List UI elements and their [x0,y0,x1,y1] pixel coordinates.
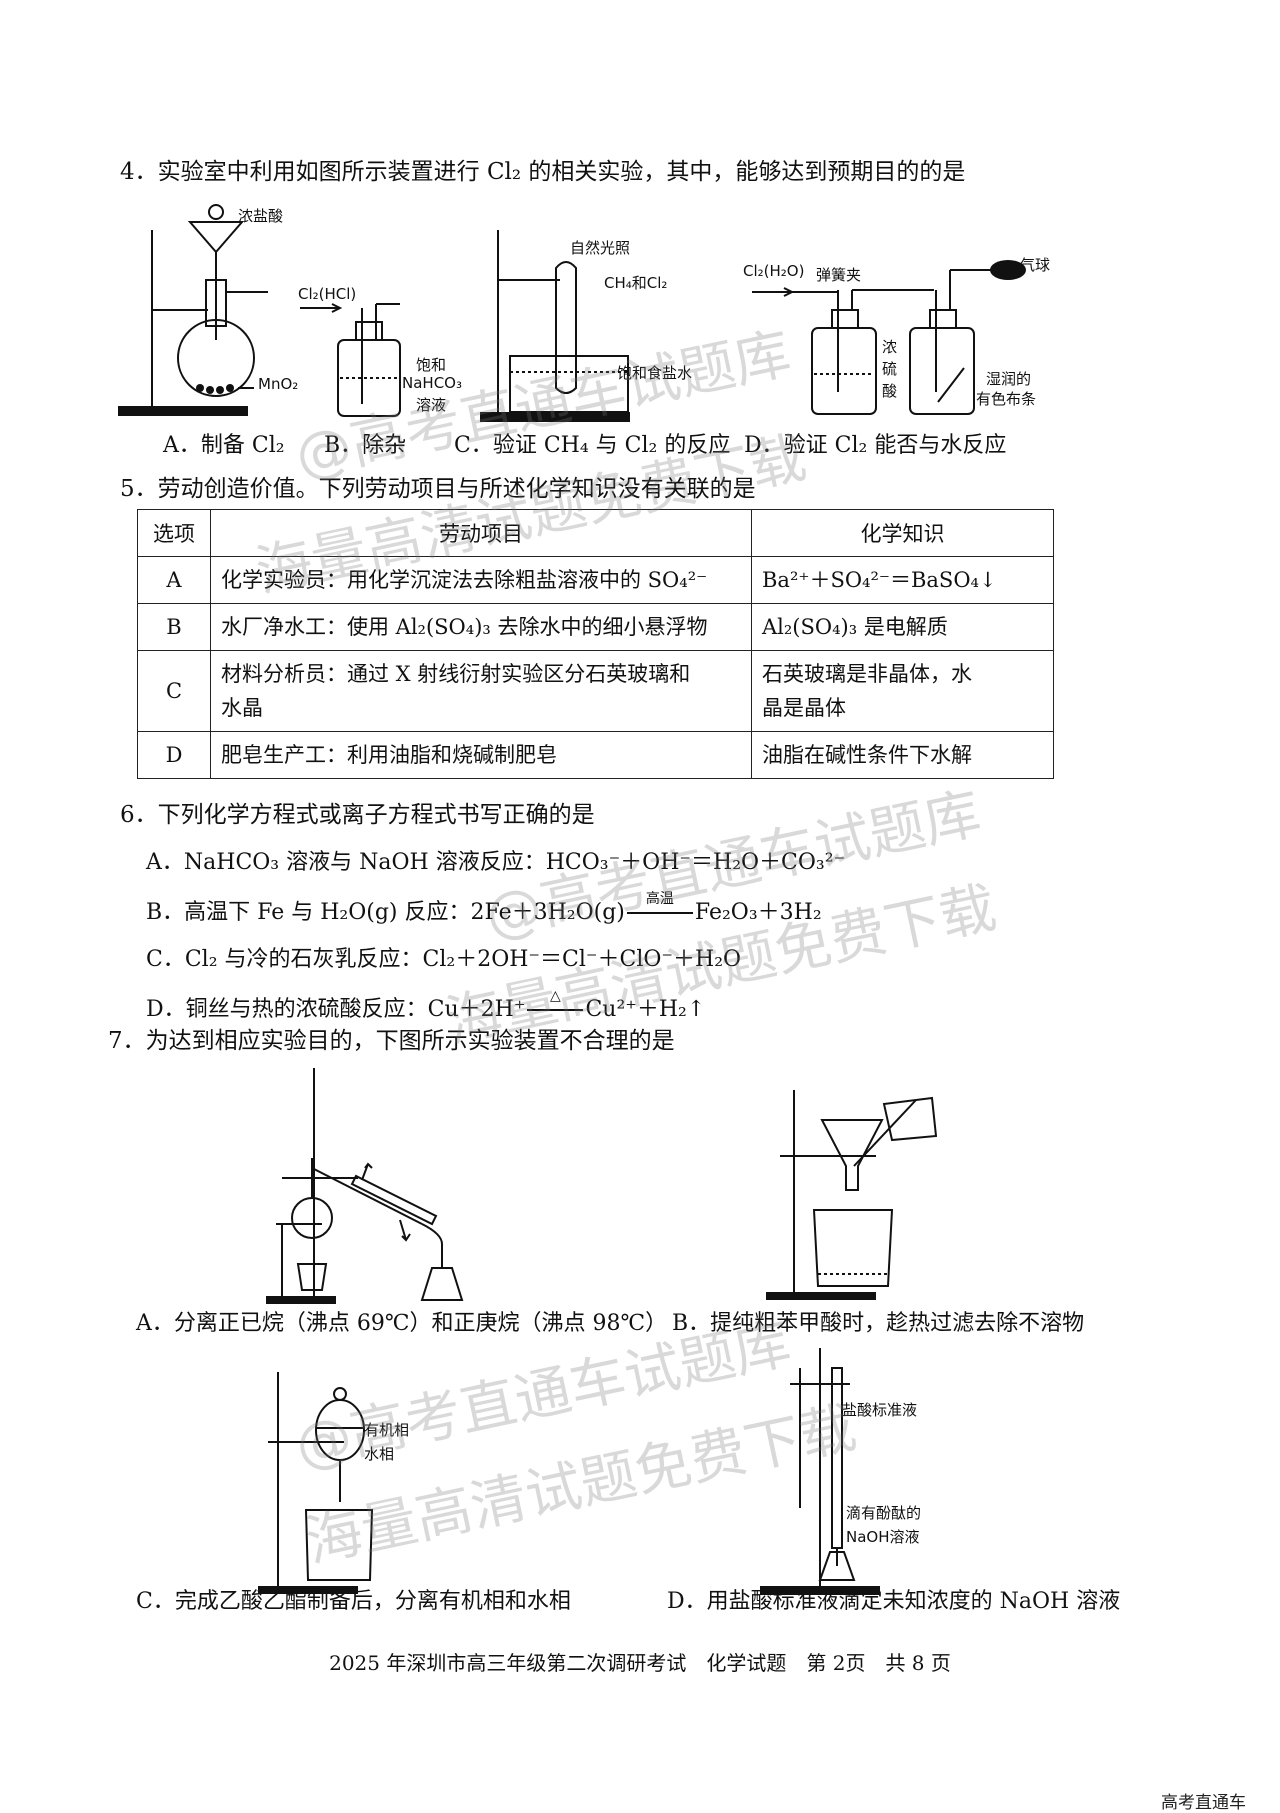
label-light: 自然光照 [570,239,631,257]
header-work: 劳动项目 [210,509,752,557]
corner-brand: 高考直通车 [1161,1793,1246,1813]
row-work-line1: 材料分析员：通过 X 射线衍射实验区分石英玻璃和 [221,662,691,686]
q6-option-b: B．高温下 Fe 与 H₂O(g) 反应：2Fe＋3H₂O(g) 高温 Fe₂O₃＋… [146,891,822,928]
q6-d-condition: △ [550,988,561,1004]
table-header-row: 选项 劳动项目 化学知识 [137,509,1054,557]
q7-option-c: C．完成乙酸乙酯制备后，分离有机相和水相 [136,1589,571,1614]
label-brine: 饱和食盐水 [617,364,693,382]
q7-option-b: B．提纯粗苯甲酸时，趁热过滤去除不溶物 [672,1311,1085,1336]
label-h2so4-1: 浓 [882,338,898,356]
label-balloon: 气球 [1020,256,1051,274]
row-option: D [137,731,211,779]
q4-option-a: A．制备 Cl₂ [163,433,285,458]
label-nahco3-3: 溶液 [416,396,447,414]
q6-d-left: D．铜丝与热的浓硫酸反应：Cu＋2H⁺ [146,997,526,1022]
label-cloth-2: 有色布条 [976,390,1037,408]
q4-stem: 4．实验室中利用如图所示装置进行 Cl₂ 的相关实验，其中，能够达到预期目的的是 [120,159,966,185]
q4-apparatus-c [480,230,630,422]
q7-apparatus-c [258,1372,374,1594]
label-aqueous: 水相 [364,1445,395,1463]
q6-d-right: Cu²⁺＋H₂↑ [585,997,706,1022]
q6-b-arrow: 高温 [625,891,695,928]
label-cl2-hcl: Cl₂(HCl) [298,285,357,303]
label-naoh-1: 滴有酚酞的 [846,1504,922,1522]
row-chem: Al₂(SO₄)₃ 是电解质 [751,603,1054,651]
q6-stem: 6．下列化学方程式或离子方程式书写正确的是 [120,802,595,828]
label-hcl-std: 盐酸标准液 [842,1401,918,1419]
label-h2so4-3: 酸 [882,382,898,400]
header-chem: 化学知识 [751,509,1054,557]
row-chem: 油脂在碱性条件下水解 [751,731,1054,779]
row-work: 水厂净水工：使用 Al₂(SO₄)₃ 去除水中的细小悬浮物 [210,603,752,651]
q7-apparatus-b [766,1090,938,1300]
label-clamp: 弹簧夹 [816,266,862,284]
label-organic: 有机相 [364,1421,410,1439]
label-cloth-1: 湿润的 [986,370,1032,388]
q6-b-condition: 高温 [645,891,674,907]
q6-option-a: A．NaHCO₃ 溶液与 NaOH 溶液反应：HCO₃⁻＋OH⁻＝H₂O＋CO₃… [146,850,846,875]
row-work: 化学实验员：用化学沉淀法去除粗盐溶液中的 SO₄²⁻ [210,556,752,604]
q4-option-d: D．验证 Cl₂ 能否与水反应 [744,433,1007,458]
label-ch4-cl2: CH₄和Cl₂ [604,274,668,292]
q6-d-arrow: △ [525,988,585,1025]
q4-option-b: B．除杂 [324,433,407,458]
label-cl2-h2o: Cl₂(H₂O) [743,262,805,280]
q6-option-d: D．铜丝与热的浓硫酸反应：Cu＋2H⁺ △ Cu²⁺＋H₂↑ [146,988,706,1025]
row-chem-line1: 石英玻璃是非晶体，水 [762,662,972,686]
q7-option-a: A．分离正已烷（沸点 69℃）和正庚烷（沸点 98℃） [136,1311,668,1336]
page-footer: 2025 年深圳市高三年级第二次调研考试 化学试题 第 2页 共 8 页 [329,1651,951,1675]
row-option: C [137,650,211,732]
q6-b-right: Fe₂O₃＋3H₂ [694,900,822,925]
table-row: A 化学实验员：用化学沉淀法去除粗盐溶液中的 SO₄²⁻ Ba²⁺＋SO₄²⁻＝… [137,556,1054,604]
row-work: 材料分析员：通过 X 射线衍射实验区分石英玻璃和 水晶 [210,650,752,732]
label-h2so4-2: 硫 [882,360,898,378]
row-chem: 石英玻璃是非晶体，水 晶是晶体 [751,650,1054,732]
q6-b-left: B．高温下 Fe 与 H₂O(g) 反应：2Fe＋3H₂O(g) [146,900,625,925]
label-mno2: MnO₂ [258,375,299,393]
q7-stem: 7．为达到相应实验目的，下图所示实验装置不合理的是 [108,1028,675,1054]
q5-stem: 5．劳动创造价值。下列劳动项目与所述化学知识没有关联的是 [120,476,756,502]
row-work: 肥皂生产工：利用油脂和烧碱制肥皂 [210,731,752,779]
table-row: C 材料分析员：通过 X 射线衍射实验区分石英玻璃和 水晶 石英玻璃是非晶体，水… [137,650,1054,732]
q7-apparatus-a [266,1068,464,1304]
row-option: B [137,603,211,651]
label-nahco3-1: 饱和 [416,356,447,374]
q4-apparatus-a [118,204,268,416]
row-work-line2: 水晶 [221,696,263,720]
q7-option-d: D．用盐酸标准液滴定未知浓度的 NaOH 溶液 [667,1589,1121,1614]
table-row: B 水厂净水工：使用 Al₂(SO₄)₃ 去除水中的细小悬浮物 Al₂(SO₄)… [137,603,1054,651]
q4-apparatus-b [300,303,401,417]
header-option: 选项 [137,509,211,557]
q6-option-c: C．Cl₂ 与冷的石灰乳反应：Cl₂＋2OH⁻＝Cl⁻＋ClO⁻＋H₂O [146,947,742,972]
row-chem-line2: 晶是晶体 [762,696,846,720]
label-nahco3-2: NaHCO₃ [402,374,462,392]
label-naoh-2: NaOH溶液 [846,1528,920,1546]
q5-table: 选项 劳动项目 化学知识 A 化学实验员：用化学沉淀法去除粗盐溶液中的 SO₄²… [137,509,1054,779]
q4-apparatus-d [752,260,1026,415]
row-chem: Ba²⁺＋SO₄²⁻＝BaSO₄↓ [751,556,1054,604]
q7-apparatus-d [760,1348,880,1595]
table-row: D 肥皂生产工：利用油脂和烧碱制肥皂 油脂在碱性条件下水解 [137,731,1054,779]
q4-option-c: C．验证 CH₄ 与 Cl₂ 的反应 [454,433,731,458]
row-option: A [137,556,211,604]
label-conc-hcl: 浓盐酸 [238,207,284,225]
